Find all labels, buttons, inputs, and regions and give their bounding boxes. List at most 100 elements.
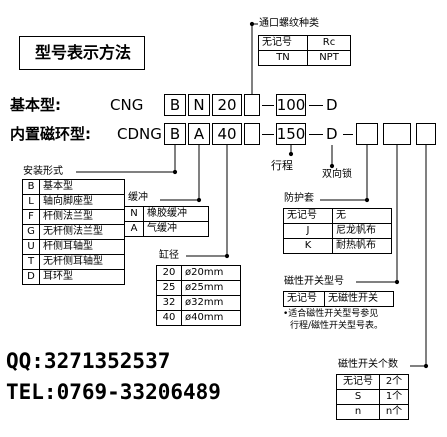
boot-value: 无: [332, 208, 392, 224]
basic-code-mounting: B: [164, 94, 186, 116]
table-row: 无记号 无磁性开关: [283, 291, 394, 307]
thread-title: 通口螺纹种类: [259, 18, 319, 29]
mounting-value: 杆侧耳轴型: [39, 239, 125, 255]
magnet-dash-3: [343, 134, 353, 135]
magnet-code-cushion: A: [188, 123, 210, 145]
mounting-value: 无杆侧法兰型: [39, 224, 125, 240]
magnet-code-bore: 40: [212, 123, 242, 145]
basic-code-stroke: 100: [276, 94, 306, 116]
switch-count-code: S: [336, 389, 380, 405]
boot-code: J: [283, 223, 333, 239]
table-row: 25 ø25mm: [156, 280, 241, 296]
title-box: 型号表示方法: [19, 36, 145, 70]
switch-model-note-2: 行程/磁性开关型号表。: [290, 321, 384, 331]
table-row: S 1个: [336, 389, 409, 405]
bore-code: 32: [156, 295, 182, 311]
magnet-dash-2: [309, 134, 323, 135]
cushion-table: N 橡胶缓冲 A 气缓冲: [124, 206, 209, 237]
bore-title: 缸径: [159, 250, 179, 261]
thread-code: TN: [258, 50, 308, 66]
cushion-code: N: [124, 206, 144, 222]
switch-count-table: 无记号 2个 S 1个 n n个: [336, 374, 409, 420]
table-row: B 基本型: [22, 179, 125, 195]
switch-model-value: 无磁性开关: [324, 291, 394, 307]
cushion-code: A: [124, 221, 144, 237]
boot-table: 无记号 无 J 尼龙帆布 K 耐热帆布: [283, 208, 392, 254]
mounting-code: G: [22, 224, 40, 240]
bore-code: 25: [156, 280, 182, 296]
table-row: F 杆侧法兰型: [22, 209, 125, 225]
basic-type-prefix: CNG: [110, 96, 144, 114]
boot-title: 防护套: [284, 193, 314, 204]
mounting-code: T: [22, 254, 40, 270]
mounting-code: F: [22, 209, 40, 225]
bore-value: ø20mm: [181, 265, 241, 281]
magnet-code-lock: D: [326, 125, 338, 143]
cushion-value: 橡胶缓冲: [143, 206, 209, 222]
table-row: 无记号 2个: [336, 374, 409, 390]
table-row: U 杆侧耳轴型: [22, 239, 125, 255]
magnet-type-prefix: CDNG: [117, 125, 162, 143]
magnet-code-mounting: B: [164, 123, 186, 145]
page-title: 型号表示方法: [35, 43, 132, 62]
boot-value: 尼龙帆布: [332, 223, 392, 239]
switch-count-title: 磁性开关个数: [338, 359, 398, 370]
bore-code: 20: [156, 265, 182, 281]
mounting-value: 耳环型: [39, 269, 125, 285]
switch-model-code: 无记号: [283, 291, 325, 307]
switch-count-value: 1个: [379, 389, 409, 405]
magnet-code-boot: [356, 123, 378, 145]
stroke-label: 行程: [271, 159, 293, 172]
mounting-value: 杆侧法兰型: [39, 209, 125, 225]
magnet-code-switch-count: [416, 123, 436, 145]
contact-qq: QQ:3271352537: [6, 349, 171, 373]
basic-code-bore: 20: [212, 94, 242, 116]
switch-count-value: 2个: [379, 374, 409, 390]
magnet-code-thread: [244, 123, 260, 145]
mounting-code: D: [22, 269, 40, 285]
table-row: T 无杆侧耳轴型: [22, 254, 125, 270]
boot-code: K: [283, 238, 333, 254]
switch-model-note-1: •适合磁性开关型号参见: [283, 309, 379, 319]
table-row: 20 ø20mm: [156, 265, 241, 281]
mounting-value: 无杆侧耳轴型: [39, 254, 125, 270]
double-lock-label: 双向锁: [322, 169, 352, 180]
table-row: J 尼龙帆布: [283, 223, 392, 239]
bore-value: ø25mm: [181, 280, 241, 296]
basic-code-thread: [244, 94, 260, 116]
basic-dash-2: [309, 105, 323, 106]
table-row: 无记号 Rc: [258, 35, 351, 51]
bore-value: ø32mm: [181, 295, 241, 311]
switch-count-value: n个: [379, 404, 409, 420]
bore-code: 40: [156, 310, 182, 326]
thread-code: 无记号: [258, 35, 308, 51]
mounting-code: B: [22, 179, 40, 195]
bore-table: 20 ø20mm 25 ø25mm 32 ø32mm 40 ø40mm: [156, 265, 241, 326]
bore-value: ø40mm: [181, 310, 241, 326]
table-row: A 气缓冲: [124, 221, 209, 237]
magnet-code-stroke: 150: [276, 123, 306, 145]
switch-count-code: 无记号: [336, 374, 380, 390]
switch-model-table: 无记号 无磁性开关: [283, 291, 394, 307]
table-row: n n个: [336, 404, 409, 420]
basic-dash-1: [262, 105, 274, 106]
magnet-code-switch-model: [383, 123, 411, 145]
table-row: G 无杆侧法兰型: [22, 224, 125, 240]
magnet-type-label: 内置磁环型:: [10, 125, 91, 143]
mounting-title: 安装形式: [23, 166, 63, 177]
switch-model-title: 磁性开关型号: [284, 276, 344, 287]
table-row: K 耐热帆布: [283, 238, 392, 254]
mounting-code: L: [22, 194, 40, 210]
table-row: L 轴向脚座型: [22, 194, 125, 210]
thread-table: 无记号 Rc TN NPT: [258, 35, 351, 66]
mounting-value: 轴向脚座型: [39, 194, 125, 210]
magnet-dash-1: [262, 134, 274, 135]
mounting-table: B 基本型 L 轴向脚座型 F 杆侧法兰型 G 无杆侧法兰型 U 杆侧耳轴型 T…: [22, 179, 125, 285]
table-row: D 耳环型: [22, 269, 125, 285]
thread-value: NPT: [307, 50, 351, 66]
basic-code-cushion: N: [188, 94, 210, 116]
switch-count-code: n: [336, 404, 380, 420]
cushion-title: 缓冲: [128, 192, 148, 203]
boot-value: 耐热帆布: [332, 238, 392, 254]
